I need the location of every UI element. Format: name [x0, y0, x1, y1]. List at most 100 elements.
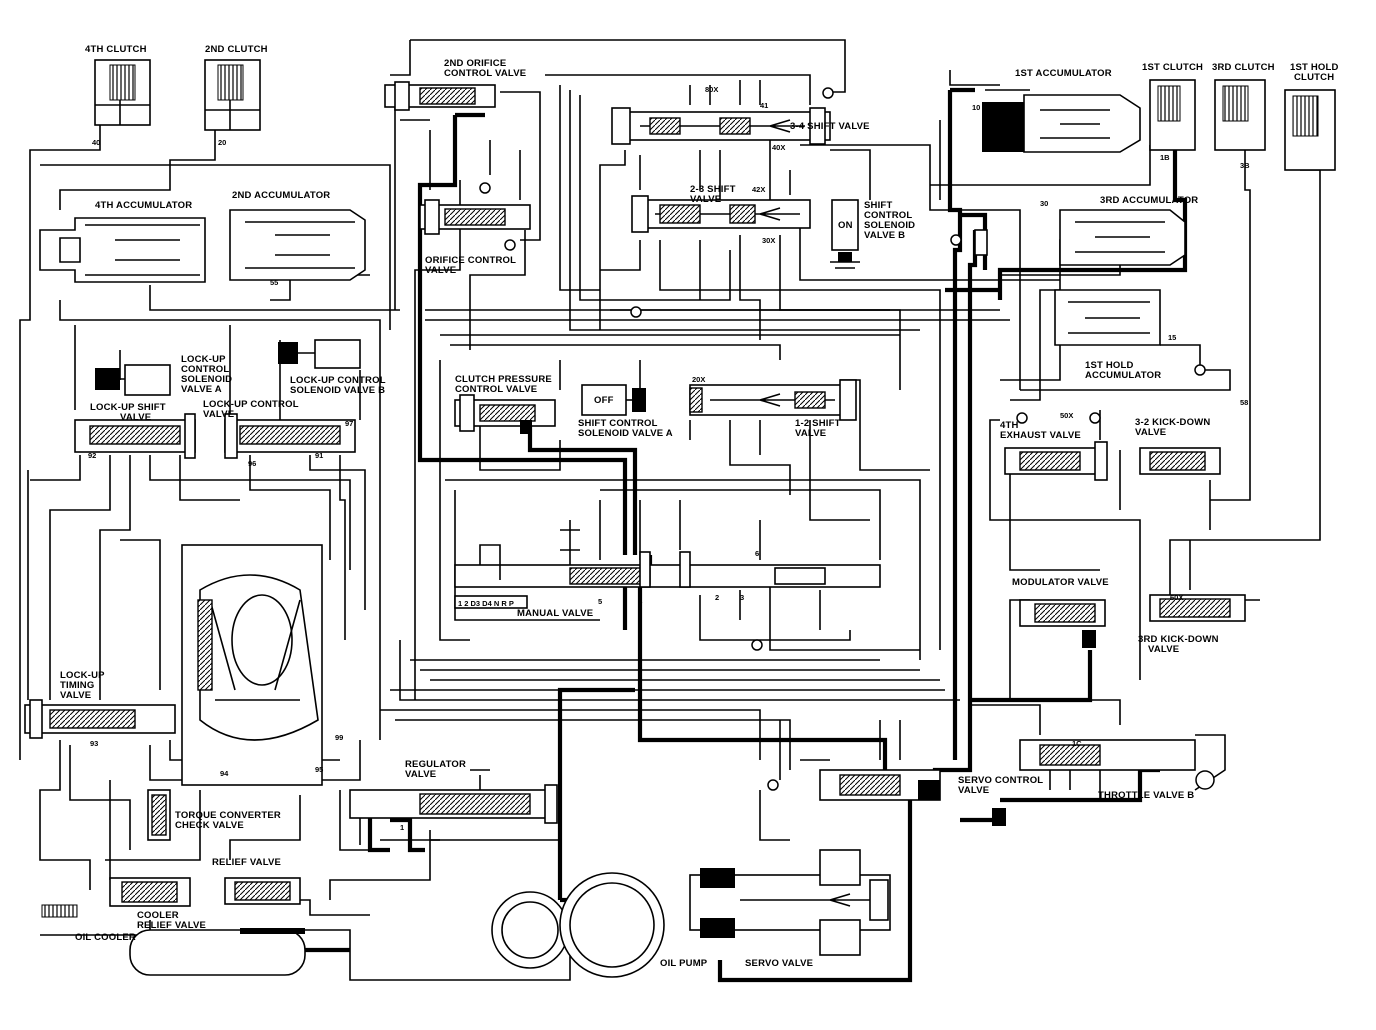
label-oil-cooler: OIL COOLER — [75, 932, 136, 943]
port-label: 15 — [1168, 333, 1176, 342]
label-oil-pump: OIL PUMP — [660, 958, 708, 969]
label-lockup-timing-3: VALVE — [60, 690, 91, 701]
label-3rd-kickdown-2: VALVE — [1148, 644, 1179, 655]
label-clutch-pressure-1: CLUTCH PRESSURE — [455, 374, 552, 385]
label-servo-control-2: VALVE — [958, 785, 989, 796]
label-throttle-b: THROTTLE VALVE B — [1098, 790, 1194, 801]
valve-relief — [224, 877, 301, 905]
port-label: 1B — [1160, 153, 1170, 162]
port-label: 96 — [248, 459, 256, 468]
valve-3-4-shift — [611, 107, 831, 145]
port-label: 2 — [715, 593, 719, 602]
label-tc-check-2: CHECK VALVE — [175, 820, 244, 831]
label-lockup-shift-1: LOCK-UP SHIFT — [90, 402, 166, 413]
port-label: 80X — [705, 85, 718, 94]
clutch-1st-hold — [1284, 89, 1336, 171]
label-lockup-sol-b-1: LOCK-UP CONTROL — [290, 375, 386, 386]
port-label: 30X — [762, 236, 775, 245]
valve-4th-exhaust — [1004, 441, 1108, 481]
label-1st-clutch: 1ST CLUTCH — [1142, 62, 1203, 73]
label-lockup-sol-b-2: SOLENOID VALVE B — [290, 385, 385, 396]
port-label: 3 — [740, 593, 744, 602]
label-3rd-kickdown-1: 3RD KICK-DOWN — [1138, 634, 1219, 645]
label-1st-hold-acc-2: ACCUMULATOR — [1085, 370, 1161, 381]
label-lockup-sol-a-4: VALVE A — [181, 384, 222, 395]
accumulator-4th — [39, 217, 206, 283]
label-lockup-control-valve: VALVE — [203, 409, 234, 420]
valve-regulator — [349, 769, 558, 824]
check-valves — [479, 87, 1206, 826]
label-regulator-1: REGULATOR — [405, 759, 466, 770]
accumulator-3rd — [1059, 209, 1186, 266]
label-1-2-shift-2: VALVE — [795, 428, 826, 439]
label-3-2-kickdown-2: VALVE — [1135, 427, 1166, 438]
accumulator-1st — [982, 89, 1141, 153]
solenoid-lockup-b — [278, 339, 361, 369]
label-regulator-2: VALVE — [405, 769, 436, 780]
port-label: 4 — [638, 597, 643, 606]
label-2nd-orifice-1: 2ND ORIFICE — [444, 58, 506, 69]
label-sol-b-2: CONTROL — [864, 210, 912, 221]
label-lockup-timing-2: TIMING — [60, 680, 94, 691]
thin-fluid-lines — [19, 39, 1321, 981]
port-label: 1 — [400, 823, 404, 832]
label-lockup-shift-2: VALVE — [120, 412, 151, 423]
label-cooler-relief-2: RELIEF VALVE — [137, 920, 206, 931]
port-label: 6 — [755, 549, 759, 558]
accumulator-2nd — [229, 209, 366, 281]
clutch-2nd — [204, 59, 261, 131]
label-2nd-clutch: 2ND CLUTCH — [205, 44, 268, 55]
valve-throttle-b — [1019, 734, 1226, 791]
valve-lockup-shift — [74, 413, 196, 459]
label-4th-accumulator: 4TH ACCUMULATOR — [95, 200, 192, 211]
valve-lockup-timing — [24, 699, 176, 739]
label-manual-valve: MANUAL VALVE — [517, 608, 593, 619]
port-label: 10 — [972, 103, 980, 112]
manual-positions-box — [454, 595, 528, 609]
label-2nd-accumulator: 2ND ACCUMULATOR — [232, 190, 330, 201]
label-sol-a-2: SOLENOID VALVE A — [578, 428, 673, 439]
label-orifice-control: ORIFICE CONTROL — [425, 255, 516, 266]
clutch-1st — [1149, 79, 1196, 151]
label-3-2-kickdown-1: 3-2 KICK-DOWN — [1135, 417, 1210, 428]
solenoid-lockup-a — [95, 364, 171, 396]
valve-manual — [454, 520, 881, 588]
valve-orifice-control — [419, 199, 531, 235]
valve-2nd-orifice-control — [384, 81, 496, 111]
port-label: 5 — [598, 597, 602, 606]
label-manual-positions: 1 2 D3 D4 N R P — [458, 599, 514, 608]
port-label: 30 — [1040, 199, 1048, 208]
label-lockup-control: LOCK-UP CONTROL — [203, 399, 299, 410]
port-label: 20 — [218, 138, 226, 147]
label-sol-b-on: ON — [838, 220, 853, 231]
port-label: 3B — [1240, 161, 1250, 170]
label-2nd-orifice-2: CONTROL VALVE — [444, 68, 526, 79]
port-numbers: 40 20 10 1B 3B 30 80X 40X 42X 30X 20X 55… — [88, 85, 1250, 832]
solenoid-shift-control-b — [830, 199, 860, 269]
label-sol-b-1: SHIFT — [864, 200, 892, 211]
valve-lockup-control — [224, 413, 356, 459]
label-1st-accumulator: 1ST ACCUMULATOR — [1015, 68, 1112, 79]
label-clutch-pressure-2: CONTROL VALVE — [455, 384, 537, 395]
label-2-3-shift-2: VALVE — [690, 194, 721, 205]
component-labels: 4TH CLUTCH 2ND CLUTCH 2ND ORIFICE CONTRO… — [60, 44, 1338, 969]
port-label: 60X — [1170, 593, 1183, 602]
label-modulator-valve: MODULATOR VALVE — [1012, 577, 1109, 588]
valve-3-2-kickdown — [1139, 447, 1221, 475]
clutch-4th — [94, 59, 151, 126]
label-4th-clutch: 4TH CLUTCH — [85, 44, 147, 55]
label-orifice-control-valve: VALVE — [425, 265, 456, 276]
valve-1-2-shift — [689, 379, 857, 421]
label-3-4-shift-valve: 3-4 SHIFT VALVE — [790, 121, 870, 132]
label-1st-hold-clutch-2: CLUTCH — [1294, 72, 1334, 83]
oil-pump — [491, 872, 665, 978]
label-lockup-sol-a-1: LOCK-UP — [181, 354, 226, 365]
label-relief-valve: RELIEF VALVE — [212, 857, 281, 868]
label-sol-a-off: OFF — [594, 395, 614, 406]
label-cooler-relief-1: COOLER — [137, 910, 179, 921]
port-label: 58 — [1240, 398, 1248, 407]
label-lockup-sol-a-3: SOLENOID — [181, 374, 232, 385]
port-label: 1C — [1072, 739, 1082, 748]
port-label: 42X — [752, 185, 765, 194]
